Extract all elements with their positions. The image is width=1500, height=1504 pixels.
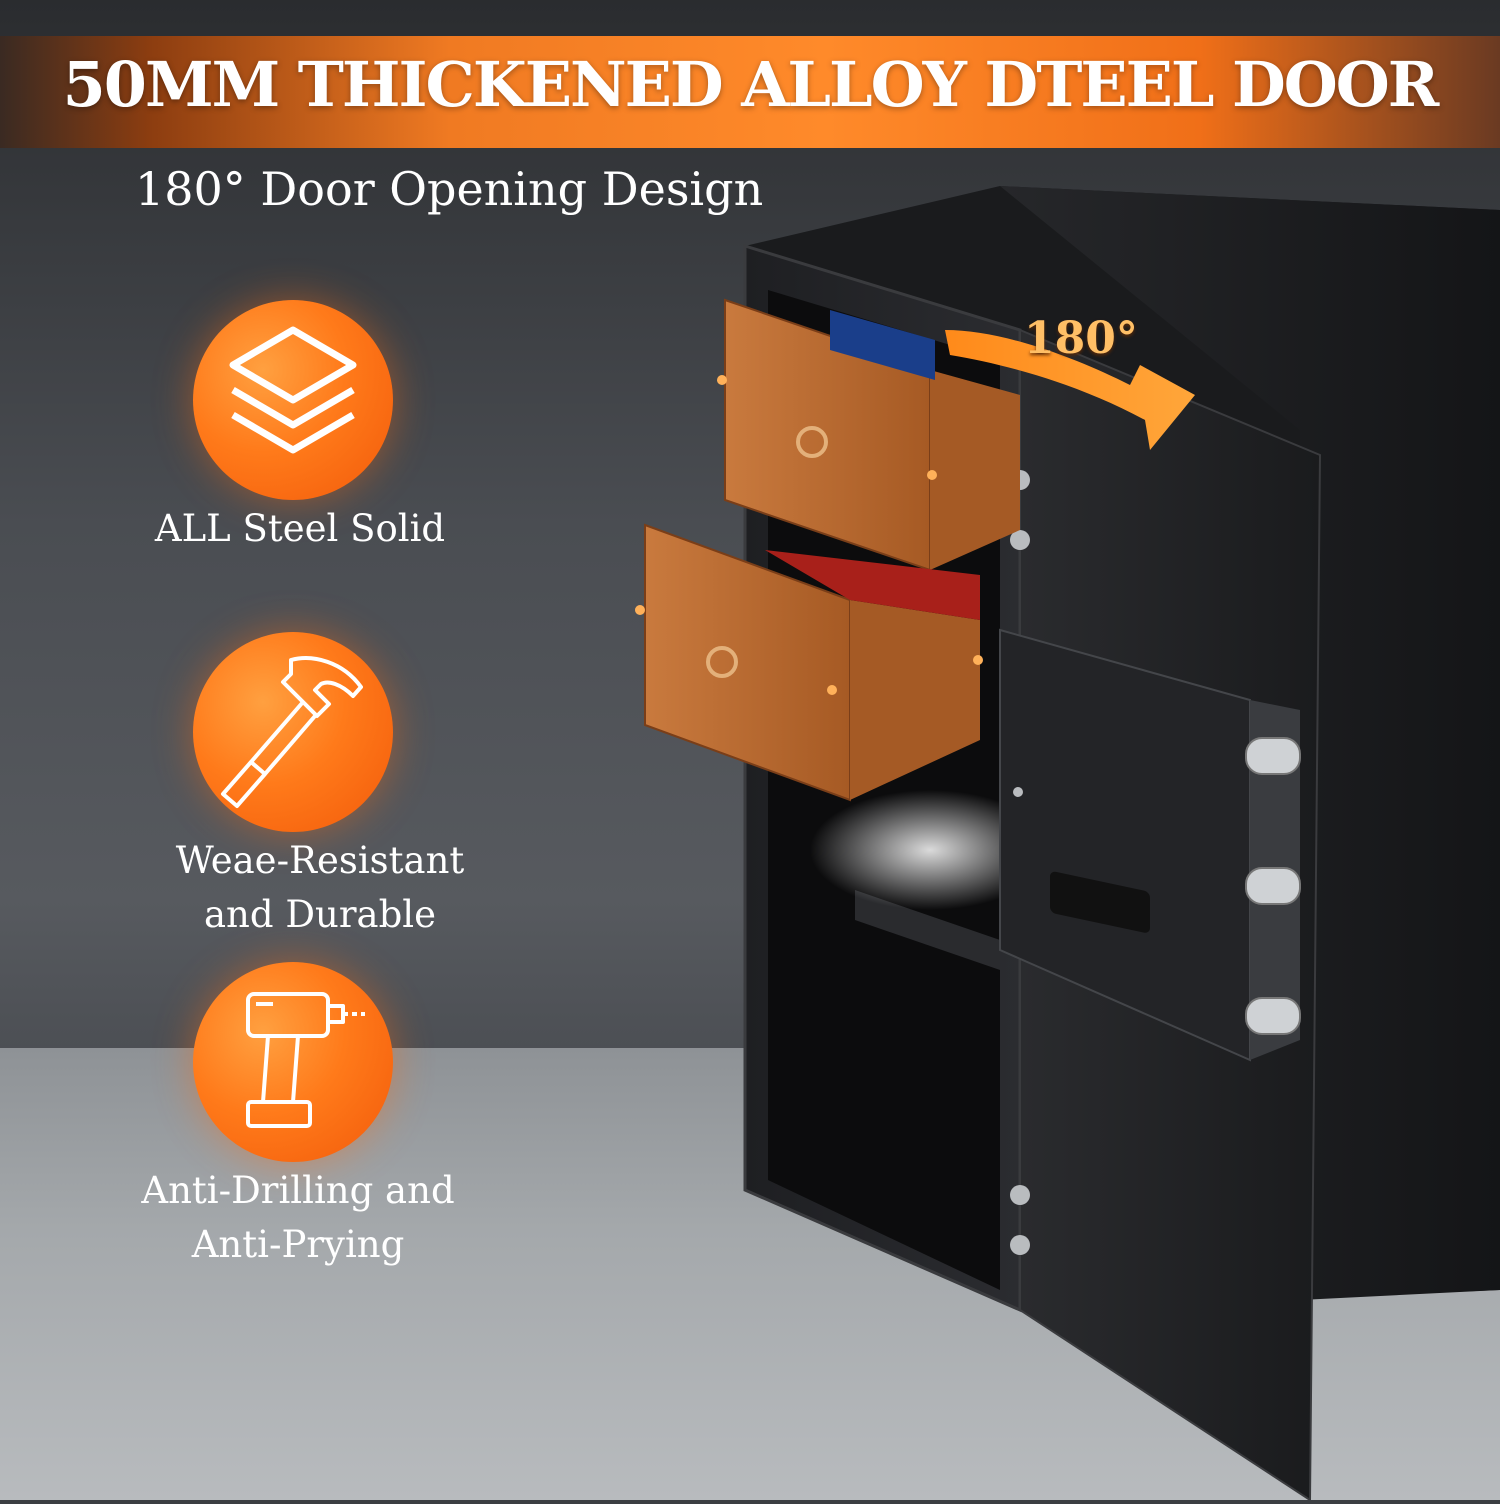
feature-label-steel: ALL Steel Solid [154,507,446,550]
feature-label-drill-line1: Anti-Drilling and [141,1169,455,1212]
feature-layers-badge [193,300,393,500]
feature-label-drill: Anti-Drilling and Anti-Prying [98,1164,498,1272]
safe-graphic [635,186,1500,1502]
rotation-arrow-icon [945,330,1195,450]
rotation-label: 180° [1024,313,1138,364]
drill-icon [246,992,365,1128]
feature-hammer-badge [193,632,393,832]
hammer-icon [221,656,363,808]
feature-label-wear-line2: and Durable [204,893,436,936]
feature-label-wear-line1: Weae-Resistant [175,839,465,882]
safe-illustration: 180° [600,180,1500,1502]
subtitle: 180° Door Opening Design [135,162,764,216]
feature-label-wear: Weae-Resistant and Durable [120,834,520,942]
layers-icon [229,326,357,454]
feature-label-drill-line2: Anti-Prying [191,1223,405,1266]
feature-drill-badge [193,962,393,1162]
banner-title: 50MM THICKENED ALLOY DTEEL DOOR [62,48,1440,121]
title-banner [0,36,1500,148]
